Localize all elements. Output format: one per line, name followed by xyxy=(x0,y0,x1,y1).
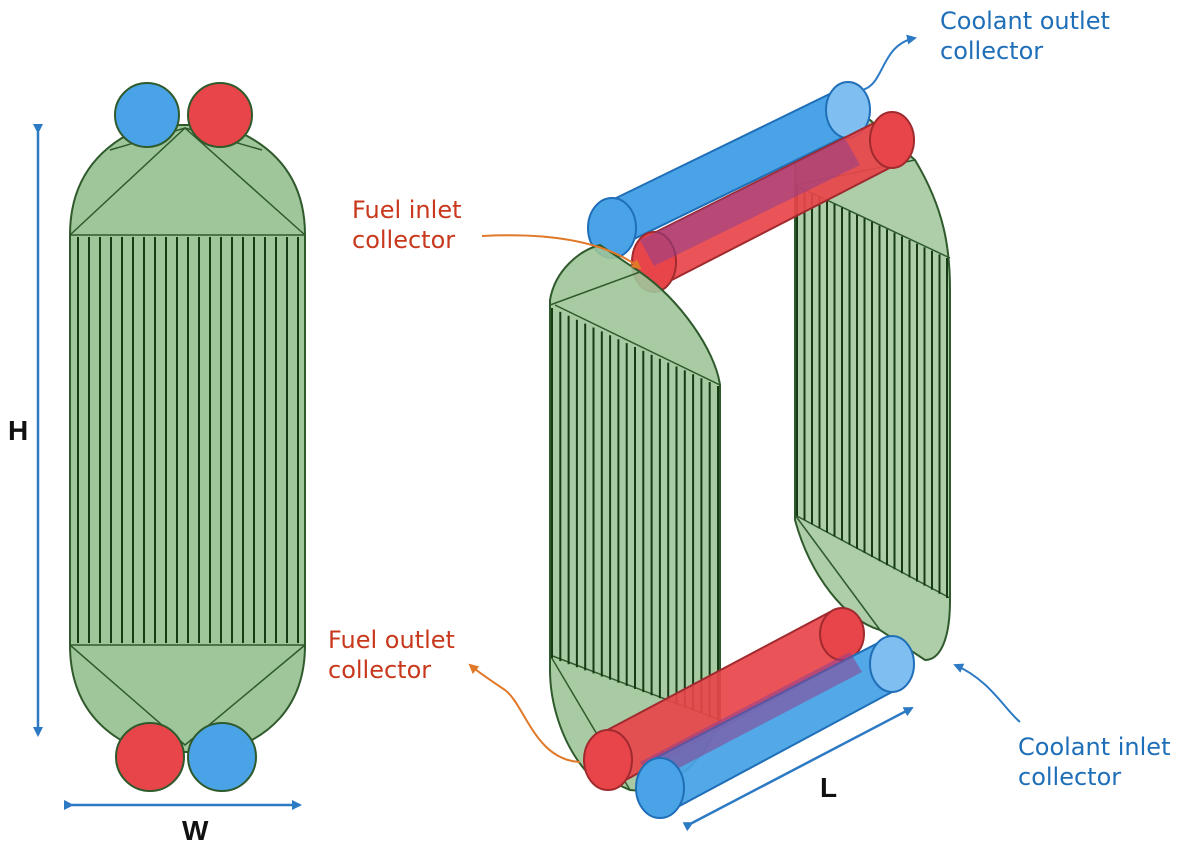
fuel-outlet-label-line1: Fuel outlet xyxy=(328,626,455,654)
bottom-fuel-outlet-collector xyxy=(583,607,865,791)
length-label: L xyxy=(820,772,838,803)
back-channel-lines xyxy=(796,186,948,598)
front-coolant-top-collector xyxy=(114,82,180,148)
fuel-inlet-callout-arrow xyxy=(481,234,642,270)
front-view-plate xyxy=(69,82,306,792)
front-fuel-bottom-collector xyxy=(115,722,185,792)
front-coolant-bottom-collector xyxy=(187,722,257,792)
front-bottom-distributor xyxy=(69,644,306,746)
width-label: W xyxy=(182,815,209,846)
coolant-inlet-label: Coolant inlet collector xyxy=(1018,732,1170,792)
front-channel-lines xyxy=(77,237,299,643)
isometric-assembly xyxy=(549,81,951,819)
fuel-outlet-label-line2: collector xyxy=(328,656,432,684)
coolant-inlet-label-line2: collector xyxy=(1018,763,1122,791)
fuel-outlet-callout-arrow xyxy=(468,663,581,763)
bottom-coolant-inlet-collector xyxy=(635,635,915,819)
fuel-inlet-label: Fuel inlet collector xyxy=(352,195,462,255)
coolant-outlet-callout-arrow xyxy=(861,34,917,91)
coolant-outlet-label-line1: Coolant outlet xyxy=(940,7,1110,35)
top-fuel-inlet-collector xyxy=(631,111,915,293)
length-dimension-arrow xyxy=(682,706,914,832)
fuel-inlet-label-line2: collector xyxy=(352,226,456,254)
front-plate-channel-lines xyxy=(551,308,719,720)
top-coolant-outlet-collector xyxy=(587,81,871,259)
front-fuel-top-collector xyxy=(187,82,253,148)
coolant-inlet-label-line1: Coolant inlet xyxy=(1018,733,1171,761)
height-label: H xyxy=(8,415,29,446)
coolant-inlet-callout-arrow xyxy=(953,663,1021,723)
fuel-inlet-label-line1: Fuel inlet xyxy=(352,196,462,224)
fuel-outlet-label: Fuel outlet collector xyxy=(328,625,455,685)
coolant-outlet-label: Coolant outlet collector xyxy=(940,6,1110,66)
coolant-outlet-label-line2: collector xyxy=(940,37,1044,65)
